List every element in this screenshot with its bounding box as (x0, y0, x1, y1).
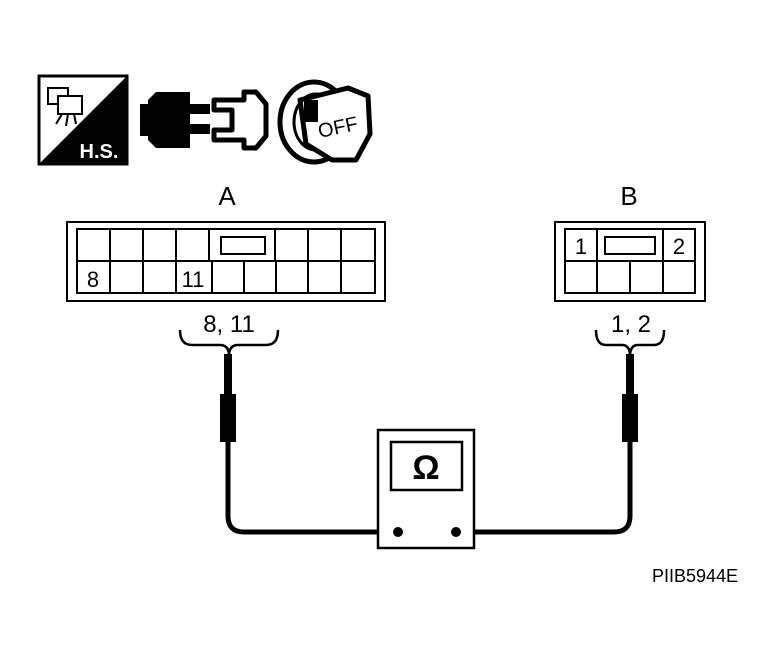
connector-b-title: B (620, 181, 637, 211)
connector-a-probe-label: 8, 11 (203, 311, 255, 338)
connector-a-pin-11: 11 (182, 267, 205, 292)
probe-lead-a (220, 354, 398, 535)
meter-terminal-right (451, 527, 461, 537)
connector-b-probe-label: 1, 2 (611, 311, 651, 338)
ohmmeter: Ω (376, 428, 476, 550)
meter-terminal-left (393, 527, 403, 537)
connector-b: 1 2 (554, 221, 706, 302)
connector-a-pin-8: 8 (87, 267, 99, 292)
connector-a: 8 11 (66, 221, 386, 302)
connector-b-pin-2: 2 (673, 234, 685, 259)
connector-b-latch (604, 236, 656, 255)
connector-a-title: A (218, 181, 236, 211)
disconnect-connector-icon (140, 89, 269, 151)
figure-code: PIIB5944E (652, 566, 738, 586)
connector-b-pin-1: 1 (575, 234, 587, 259)
ignition-off-icon: OFF (277, 79, 373, 165)
harness-icon-label: H.S. (80, 141, 119, 163)
ohm-symbol: Ω (412, 449, 439, 487)
harness-inspection-icon: H.S. (37, 74, 129, 166)
connector-a-latch (220, 236, 266, 255)
ohmmeter-display (389, 440, 464, 492)
probe-lead-b (456, 354, 638, 535)
